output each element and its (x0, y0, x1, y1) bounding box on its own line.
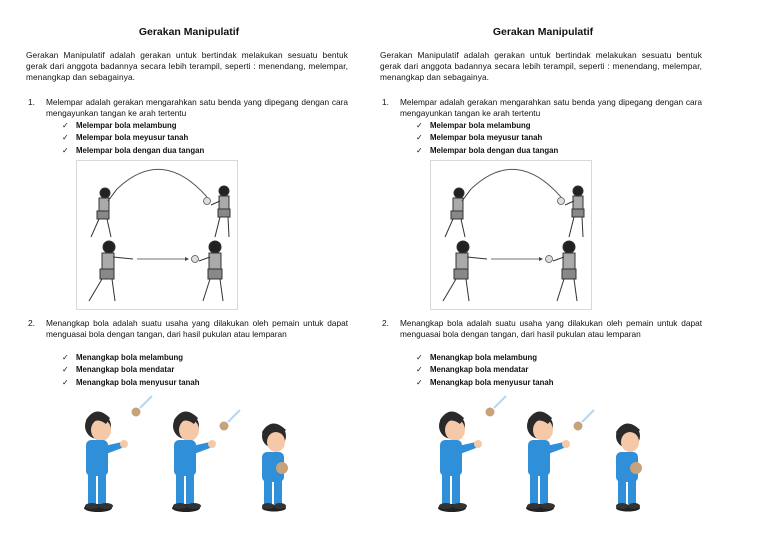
check-icon: ✓ (416, 121, 423, 130)
catching-checklist: ✓Menangkap bola melambung ✓Menangkap bol… (416, 352, 553, 389)
check-item: ✓Menangkap bola menyusur tanah (416, 377, 553, 389)
catching-checklist: ✓Menangkap bola melambung ✓Menangkap bol… (62, 352, 199, 389)
item-number: 1. (28, 97, 35, 107)
page-left: Gerakan Manipulatif Gerakan Manipulatif … (24, 0, 354, 543)
catching-illustration (430, 390, 655, 516)
throwing-illustration (76, 160, 238, 310)
check-icon: ✓ (416, 365, 423, 375)
check-item: ✓Menangkap bola mendatar (62, 364, 199, 376)
check-icon: ✓ (62, 365, 69, 375)
item-number: 1. (382, 97, 389, 107)
list-item-throwing: 1. Melempar adalah gerakan mengarahkan s… (28, 97, 348, 119)
throwing-checklist: ✓Melempar bola melambung ✓Melempar bola … (416, 120, 558, 157)
check-item: ✓Melempar bola melambung (62, 120, 204, 132)
item-number: 2. (382, 318, 389, 328)
check-item: ✓Melempar bola melambung (416, 120, 558, 132)
intro-paragraph: Gerakan Manipulatif adalah gerakan untuk… (380, 50, 702, 82)
check-item: ✓Melempar bola meyusur tanah (62, 132, 204, 144)
check-icon: ✓ (62, 353, 69, 362)
check-item: ✓Menangkap bola melambung (416, 352, 553, 364)
catching-illustration (76, 390, 301, 516)
item-text: Menangkap bola adalah suatu usaha yang d… (400, 318, 702, 339)
item-text: Melempar adalah gerakan mengarahkan satu… (46, 97, 348, 118)
check-item: ✓Menangkap bola melambung (62, 352, 199, 364)
check-icon: ✓ (416, 377, 423, 387)
check-icon: ✓ (62, 121, 69, 130)
throwing-illustration (430, 160, 592, 310)
check-icon: ✓ (62, 133, 69, 143)
check-icon: ✓ (416, 133, 423, 143)
check-icon: ✓ (62, 377, 69, 387)
check-item: ✓Melempar bola dengan dua tangan (62, 145, 204, 157)
check-item: ✓Melempar bola meyusur tanah (416, 132, 558, 144)
item-text: Melempar adalah gerakan mengarahkan satu… (400, 97, 702, 118)
item-text: Menangkap bola adalah suatu usaha yang d… (46, 318, 348, 339)
page-title: Gerakan Manipulatif (492, 26, 594, 38)
check-item: ✓Menangkap bola mendatar (416, 364, 553, 376)
list-item-throwing: 1. Melempar adalah gerakan mengarahkan s… (382, 97, 702, 119)
page-right: Gerakan Manipulatif Gerakan Manipulatif … (378, 0, 708, 543)
page-title: Gerakan Manipulatif (138, 26, 240, 38)
list-item-catching: 2. Menangkap bola adalah suatu usaha yan… (28, 318, 348, 340)
throwing-checklist: ✓Melempar bola melambung ✓Melempar bola … (62, 120, 204, 157)
check-icon: ✓ (62, 145, 69, 155)
check-item: ✓Melempar bola dengan dua tangan (416, 145, 558, 157)
check-icon: ✓ (416, 353, 423, 362)
check-item: ✓Menangkap bola menyusur tanah (62, 377, 199, 389)
item-number: 2. (28, 318, 35, 328)
list-item-catching: 2. Menangkap bola adalah suatu usaha yan… (382, 318, 702, 340)
intro-paragraph: Gerakan Manipulatif adalah gerakan untuk… (26, 50, 348, 82)
check-icon: ✓ (416, 145, 423, 155)
